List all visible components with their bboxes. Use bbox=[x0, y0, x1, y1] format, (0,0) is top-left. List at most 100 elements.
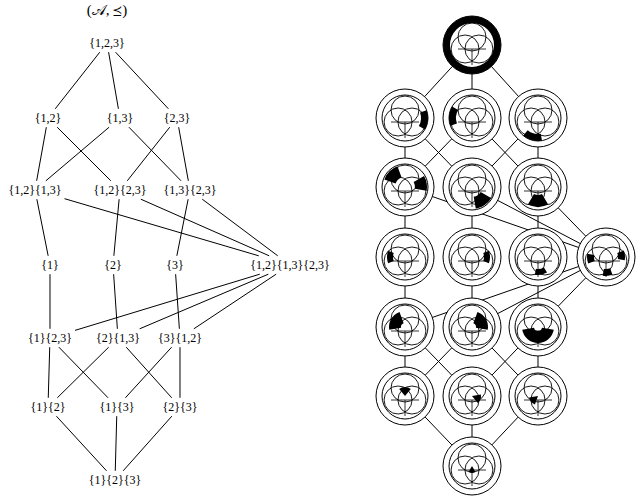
cover-line bbox=[49, 274, 50, 329]
icon-chord bbox=[405, 331, 406, 347]
cover-line bbox=[179, 127, 189, 181]
cover-line bbox=[129, 127, 181, 181]
icon-ring bbox=[449, 164, 495, 210]
cover-line bbox=[37, 127, 47, 181]
lattice-label: {1}{2,3} bbox=[26, 330, 74, 346]
icon-link bbox=[425, 139, 452, 166]
lattice-label: {1,3}{2,3} bbox=[161, 182, 218, 198]
icon-link bbox=[538, 356, 539, 367]
venn-icon bbox=[443, 228, 501, 286]
venn-icon bbox=[376, 367, 434, 425]
antichain-text: {1,3} bbox=[107, 111, 134, 125]
icon-link bbox=[405, 286, 406, 298]
lattice-label: {3}{1,2} bbox=[156, 330, 204, 346]
icon-frame bbox=[376, 228, 434, 286]
cover-line bbox=[127, 127, 169, 181]
icon-chord bbox=[405, 122, 406, 138]
icon-chord bbox=[538, 122, 539, 138]
cover-line bbox=[179, 347, 180, 398]
lattice-label: {2} bbox=[102, 257, 124, 273]
cover-line bbox=[57, 127, 111, 181]
icon-ring bbox=[449, 95, 495, 141]
venn-icon bbox=[509, 89, 567, 147]
lattice-label: {2}{1,3} bbox=[94, 330, 142, 346]
icon-ring bbox=[515, 234, 561, 280]
venn-icon bbox=[443, 16, 501, 74]
icon-link bbox=[425, 417, 452, 445]
icon-ring bbox=[449, 304, 495, 350]
cover-line bbox=[48, 347, 49, 398]
icon-frame bbox=[443, 298, 501, 356]
lattice-label: {1,3} bbox=[105, 110, 136, 126]
antichain-text: {1}{3} bbox=[99, 400, 134, 414]
icon-frame bbox=[509, 367, 567, 425]
lattice-label: {1} bbox=[39, 257, 61, 273]
icon-ring bbox=[449, 234, 495, 280]
icon-frame bbox=[509, 298, 567, 356]
icon-frame bbox=[577, 228, 635, 286]
venn-icon bbox=[509, 298, 567, 356]
cover-line bbox=[176, 274, 180, 329]
icon-link bbox=[558, 208, 586, 236]
cover-line bbox=[126, 347, 171, 398]
icon-link bbox=[492, 417, 518, 445]
icon-frame bbox=[376, 158, 434, 216]
icon-ring bbox=[583, 234, 629, 280]
venn-icon bbox=[376, 228, 434, 286]
cover-line bbox=[140, 274, 269, 329]
cover-line bbox=[37, 199, 48, 256]
icon-chord bbox=[538, 191, 539, 207]
lattice-label: {1,2}{1,3}{2,3} bbox=[248, 257, 332, 273]
venn-icon bbox=[443, 437, 501, 495]
region-fill bbox=[384, 166, 401, 183]
region-fill bbox=[419, 110, 428, 129]
icon-link bbox=[538, 147, 539, 158]
icon-ring bbox=[382, 304, 428, 350]
icon-ring bbox=[515, 304, 561, 350]
icon-chord bbox=[538, 331, 539, 347]
icon-frame bbox=[443, 228, 501, 286]
cover-line bbox=[194, 274, 276, 329]
icon-link bbox=[492, 348, 518, 375]
cover-line bbox=[114, 199, 119, 256]
lattice-label: {2}{3} bbox=[160, 399, 199, 415]
icon-ring bbox=[449, 373, 495, 419]
icon-link bbox=[492, 348, 518, 375]
icon-ring bbox=[515, 373, 561, 419]
icon-ring bbox=[382, 95, 428, 141]
venn-icon bbox=[443, 158, 501, 216]
icon-link bbox=[472, 425, 473, 437]
icon-chord bbox=[405, 191, 406, 207]
lattice-label: {1}{2} bbox=[28, 399, 67, 415]
icon-link bbox=[492, 139, 518, 166]
antichain-text: {1}{2,3} bbox=[28, 331, 72, 345]
venn-icon bbox=[443, 367, 501, 425]
icon-chord bbox=[472, 122, 473, 138]
antichain-text: {1,2} bbox=[35, 111, 62, 125]
icon-chord bbox=[472, 49, 473, 65]
cover-line bbox=[56, 416, 106, 471]
venn-icon bbox=[376, 89, 434, 147]
icon-link bbox=[491, 67, 518, 97]
diagram-title: (𝒜, ⪯) bbox=[87, 2, 128, 19]
region-fill bbox=[443, 16, 501, 74]
icon-chord bbox=[606, 261, 607, 277]
venn-icon bbox=[577, 228, 635, 286]
icon-link bbox=[405, 216, 406, 228]
lattice-label: {2,3} bbox=[162, 110, 193, 126]
icon-link bbox=[558, 278, 586, 306]
icon-chord bbox=[472, 470, 473, 486]
cover-line bbox=[75, 274, 260, 330]
icon-link bbox=[425, 348, 452, 375]
icon-frame bbox=[376, 89, 434, 147]
cover-line bbox=[114, 274, 118, 329]
icon-frame bbox=[443, 89, 501, 147]
venn-icon bbox=[376, 158, 434, 216]
venn-icon bbox=[509, 158, 567, 216]
lattice-label: {1,2} bbox=[33, 110, 64, 126]
lattice-label: {1,2}{1,3} bbox=[6, 182, 63, 198]
icon-frame bbox=[443, 16, 501, 74]
cover-line bbox=[65, 199, 259, 256]
